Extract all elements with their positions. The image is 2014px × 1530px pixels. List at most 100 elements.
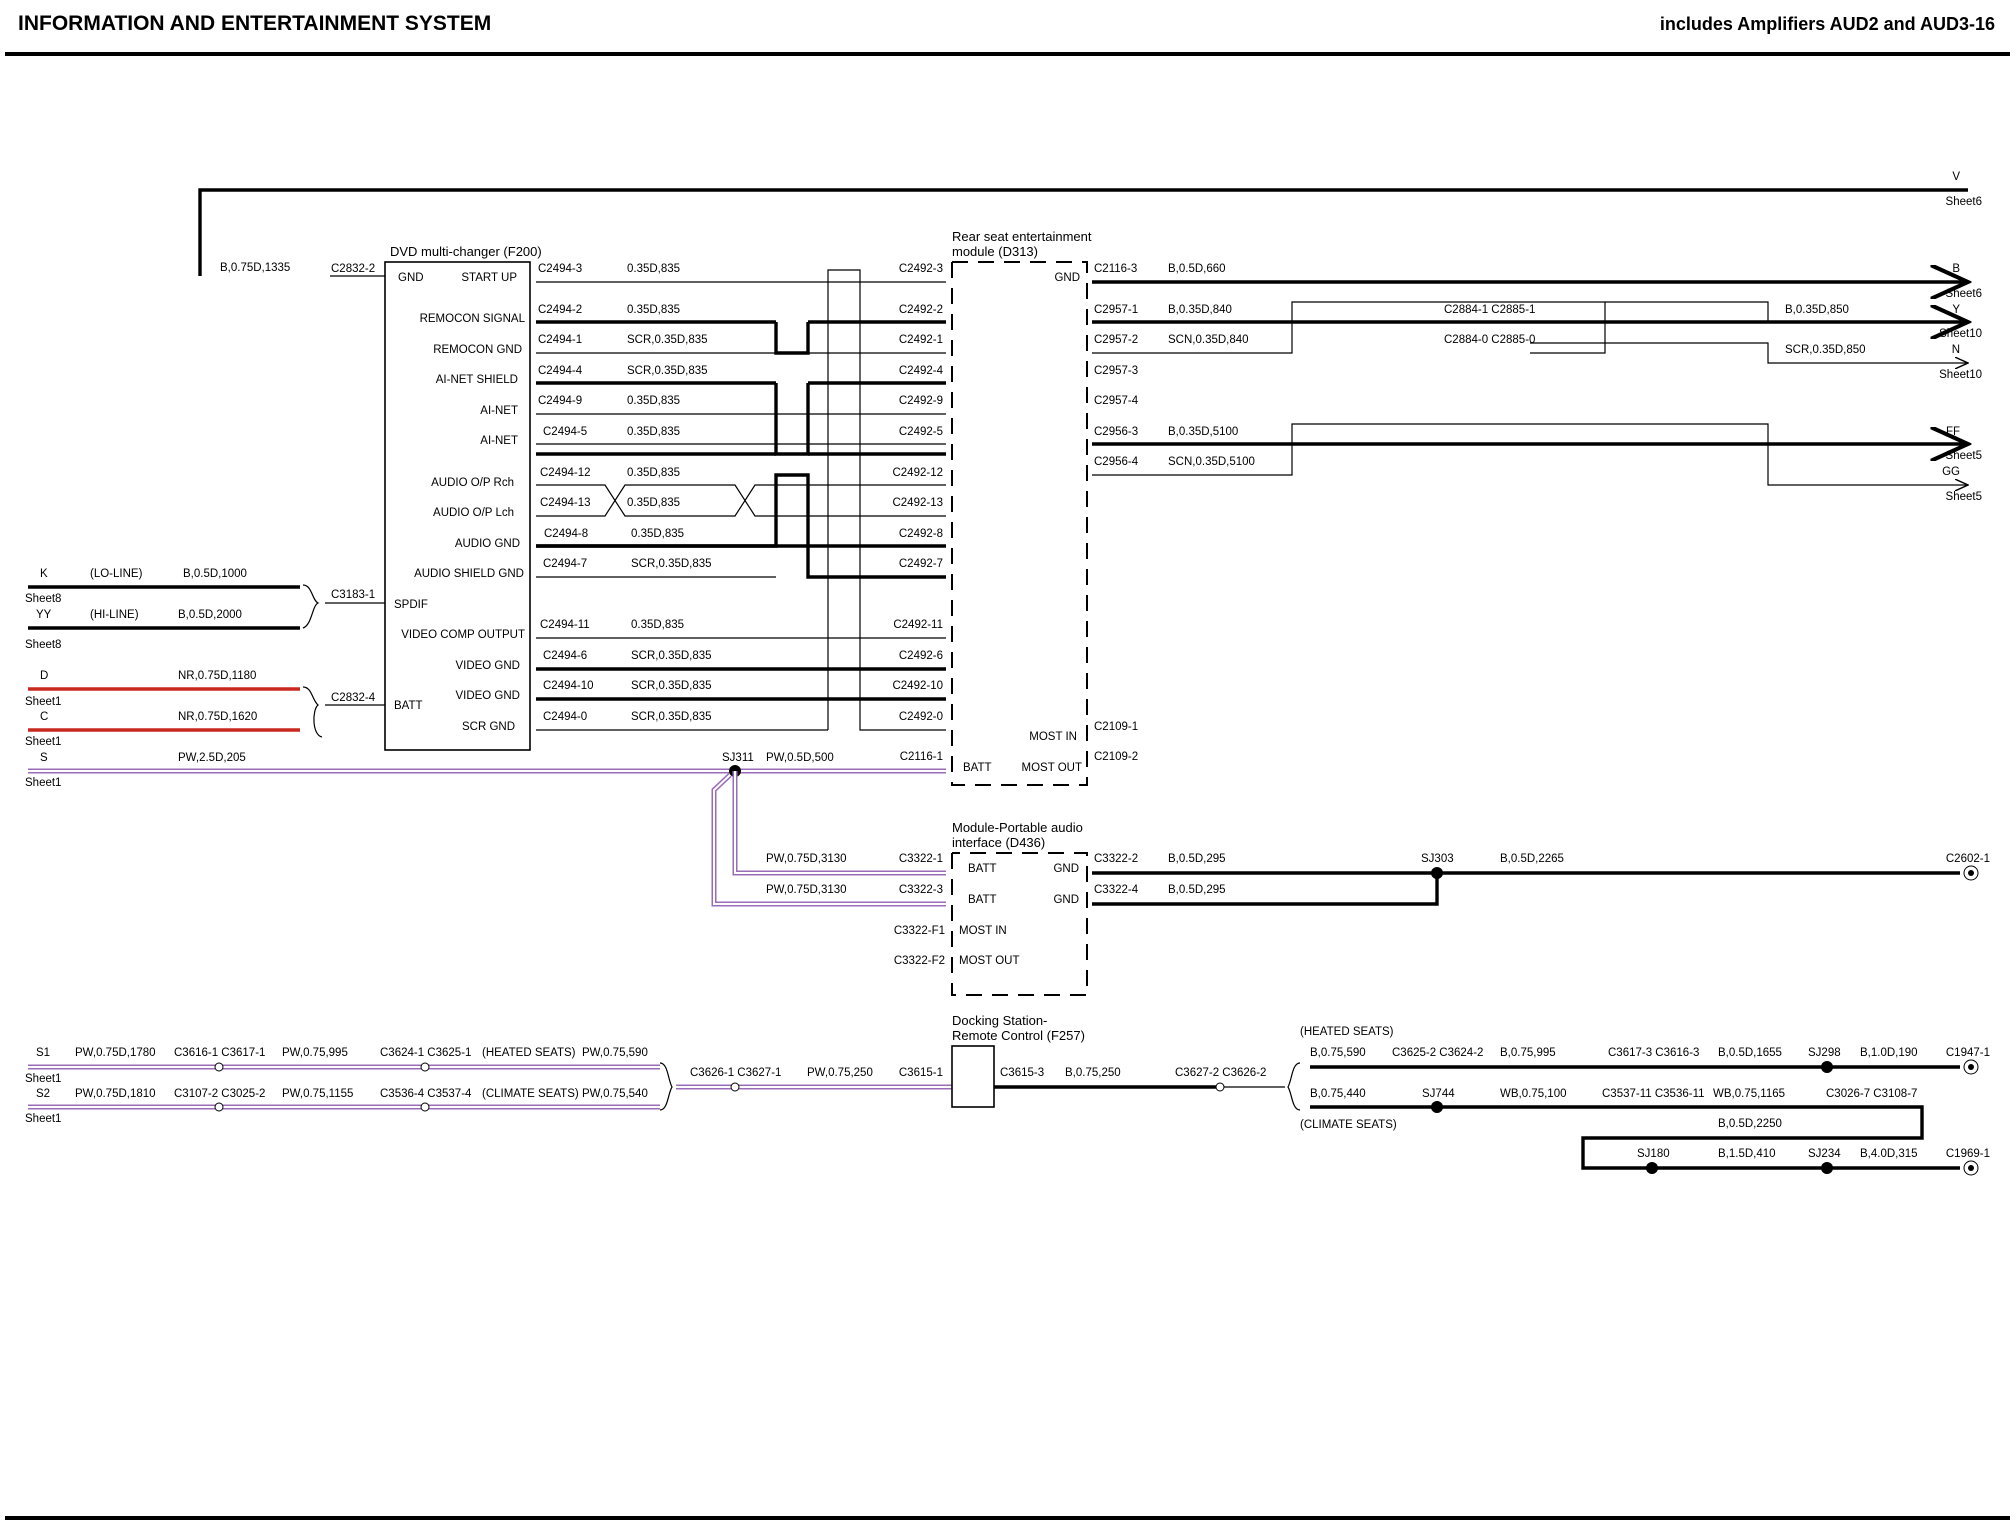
wire-label: SCR,0.35D,835 [631,650,712,662]
connector-label: C2956-3 [1094,426,1138,438]
connector-icon [420,1062,430,1072]
pin-label: GND [1054,272,1080,284]
sheet-label: Sheet6 [1946,196,1982,208]
connector-label: C3536-4 C3537-4 [380,1088,472,1100]
splice-label: SJ311 [722,752,754,764]
splice-sj303 [1431,867,1443,879]
ref-letter: B [1952,263,1960,275]
wire-label: WB,0.75,1165 [1713,1088,1785,1100]
wire-label: B,0.5D,1655 [1718,1047,1782,1059]
connector-label: C2494-12 [540,467,591,479]
ground-icon [1968,1064,1974,1070]
wire-label: PW,0.75,590 [582,1047,648,1059]
pin-label: GND [1053,894,1079,906]
pin-label: AUDIO O/P Rch [431,477,514,489]
pin-label: AUDIO GND [455,538,520,550]
wire-label: 0.35D,835 [627,426,680,438]
connector-label: C3322-4 [1094,884,1139,896]
sheet-label: Sheet10 [1939,369,1982,381]
connector-label: C2957-3 [1094,365,1138,377]
ref-letter: Y [1952,304,1960,316]
connector-label: C2116-3 [1094,263,1137,275]
wire-label: PW,0.5D,500 [766,752,834,764]
connector-icon [214,1102,224,1112]
connector-label: C2492-1 [899,334,943,346]
splice-label: SJ744 [1422,1088,1455,1100]
wire-label: 0.35D,835 [627,263,680,275]
wire-label: B,0.75,995 [1500,1047,1556,1059]
sheet-label: Sheet5 [1946,450,1982,462]
wire-label: NR,0.75D,1620 [178,711,257,723]
connector-label: C2832-2 [331,263,375,275]
splice-label: SJ303 [1421,853,1454,865]
left-sheet-refs: K (LO-LINE) B,0.5D,1000 Sheet8 YY (HI-LI… [25,568,323,789]
wire-label: SCR,0.35D,835 [627,365,708,377]
component-label: interface (D436) [952,835,1045,850]
connector-label: C2492-6 [899,650,943,662]
connector-label: C2116-1 [900,751,943,763]
dvd-rse-wires [536,269,946,731]
pin-label: AUDIO O/P Lch [433,507,514,519]
splice-dot [1821,1061,1833,1073]
wire-label: 0.35D,835 [631,528,684,540]
wire-label: PW,0.75,1155 [282,1088,353,1100]
connector-label: C2494-0 [543,711,587,723]
wire-label: B,0.35D,850 [1785,304,1849,316]
connector-label: C3537-11 C3536-11 [1602,1088,1705,1100]
connector-label: C2884-0 C2885-0 [1444,334,1535,346]
wire-label: SCR,0.35D,835 [631,711,712,723]
splice-dot [1821,1162,1833,1174]
pin-label: GND [398,272,424,284]
connector-label: C2832-4 [331,692,376,704]
ground-icon [1968,870,1974,876]
wire-label: SCR,0.35D,835 [627,334,708,346]
pin-label: AUDIO SHIELD GND [414,568,524,580]
connector-label: C3616-1 C3617-1 [174,1047,265,1059]
ref-letter: C [40,711,48,723]
wire-label: B,4.0D,315 [1860,1148,1918,1160]
connector-label: C2494-4 [538,365,583,377]
pin-label: SPDIF [394,599,428,611]
wire-label: B,0.5D,2000 [178,609,242,621]
connector-label: C2494-11 [540,619,590,631]
sheet-label: Sheet6 [1946,288,1982,300]
pin-label: AI-NET [480,405,518,417]
splice-dot [1646,1162,1658,1174]
rse-left-connectors: C2492-3 C2492-2 C2492-1 C2492-4 C2492-9 … [892,263,943,763]
ref-letter: K [40,568,48,580]
connector-label: C2956-4 [1094,456,1139,468]
sheet-label: Sheet5 [1946,491,1982,503]
connector-label: C3026-7 C3108-7 [1826,1088,1917,1100]
connector-label: C2494-9 [538,395,582,407]
pin-label: GND [1053,863,1079,875]
connector-icon [730,1082,740,1092]
wire-label: PW,0.75,250 [807,1067,873,1079]
connector-label: C3322-1 [899,853,943,865]
connector-label: C2494-6 [543,650,587,662]
connector-label: C3322-F2 [894,955,945,967]
component-label: Remote Control (F257) [952,1028,1085,1043]
connector-label: C2492-10 [892,680,943,692]
connector-label: C2494-7 [543,558,587,570]
wire-label: SCR,0.35D,835 [631,680,712,692]
connector-label: C2492-2 [899,304,943,316]
wire-label: PW,0.75D,1810 [75,1088,156,1100]
pin-label: BATT [963,762,992,774]
connector-label: C2492-8 [899,528,943,540]
dvd-multi-changer: DVD multi-changer (F200) GND START UP RE… [384,244,542,751]
wire-note: (CLIMATE SEATS) [1300,1119,1397,1131]
wire-label: SCR,0.35D,835 [631,558,712,570]
wire-label: PW,0.75,540 [582,1088,648,1100]
connector-label: C2494-1 [538,334,582,346]
connector-label: C2492-13 [892,497,943,509]
ref-letter: S1 [36,1047,50,1059]
wire-label: PW,2.5D,205 [178,752,246,764]
pin-label: MOST IN [1029,731,1077,743]
pin-label: VIDEO COMP OUTPUT [401,629,525,641]
sheet-label: Sheet1 [25,1113,61,1125]
component-label: Module-Portable audio [952,820,1083,835]
rear-seat-entertainment-module: Rear seat entertainment module (D313) GN… [951,229,1092,786]
wire-label: 0.35D,835 [631,619,684,631]
ref-letter: FF [1946,426,1960,438]
pin-label: VIDEO GND [455,660,520,672]
